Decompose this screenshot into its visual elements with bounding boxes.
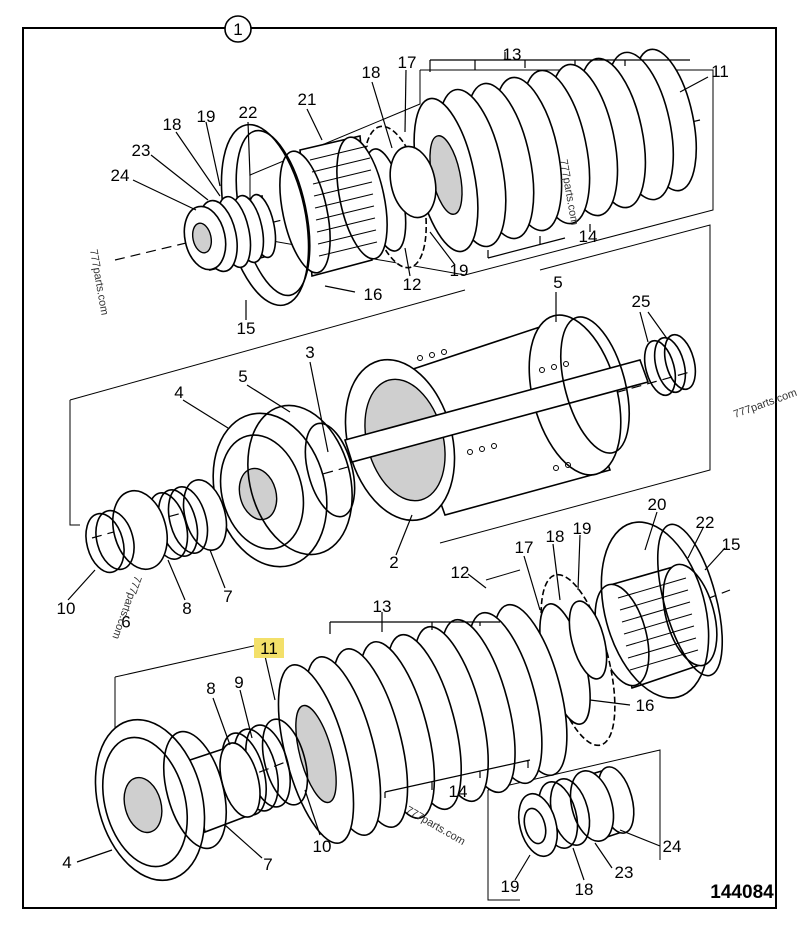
- label-5b: 5: [238, 367, 247, 386]
- watermark-5: 777parts.com: [404, 804, 468, 848]
- label-16: 16: [364, 285, 383, 304]
- label-10b: 10: [313, 837, 332, 856]
- piston-bottom: [94, 718, 261, 882]
- assembly-ref-circle: [224, 15, 252, 43]
- label-19: 19: [197, 107, 216, 126]
- label-21: 21: [298, 90, 317, 109]
- shaft-stack-bottom: [517, 766, 635, 858]
- label-17b: 17: [515, 538, 534, 557]
- label-17: 17: [398, 53, 417, 72]
- figure-code: 144084: [710, 882, 774, 903]
- shaft-stack-top: [183, 193, 277, 273]
- label-16b: 16: [636, 696, 655, 715]
- label-25: 25: [632, 292, 651, 311]
- label-13: 13: [503, 45, 522, 64]
- piston-mid: [212, 404, 356, 568]
- highlight-11: [254, 638, 284, 658]
- diagram-frame: [22, 27, 777, 909]
- label-3: 3: [305, 343, 314, 362]
- label-19b: 19: [450, 261, 469, 280]
- label-23b: 23: [615, 863, 634, 882]
- label-11-highlighted: 11: [260, 639, 278, 658]
- label-4: 4: [174, 383, 183, 402]
- label-8b: 8: [206, 679, 215, 698]
- label-24: 24: [111, 166, 130, 185]
- label-22: 22: [239, 103, 258, 122]
- label-7b: 7: [263, 855, 272, 874]
- label-19d: 19: [501, 877, 520, 896]
- hub-top: [279, 135, 388, 278]
- label-15: 15: [237, 319, 256, 338]
- label-22b: 22: [696, 513, 715, 532]
- watermark-3: 777parts.com: [732, 387, 799, 421]
- middle-assembly: 5 25 3 5 4 2 10 9 8 7: [57, 224, 711, 631]
- label-4b: 4: [62, 853, 71, 872]
- label-7: 7: [223, 587, 232, 606]
- label-12: 12: [403, 275, 422, 294]
- label-20: 20: [648, 495, 667, 514]
- label-9b: 9: [234, 673, 243, 692]
- label-18c: 18: [546, 527, 565, 546]
- label-18: 18: [362, 63, 381, 82]
- label-2: 2: [389, 553, 398, 572]
- label-8: 8: [182, 599, 191, 618]
- label-13b: 13: [373, 597, 392, 616]
- label-14: 14: [579, 227, 598, 246]
- spring-stack-mid: [85, 479, 228, 574]
- clutch-pack-top: [413, 48, 698, 253]
- label-9: 9: [121, 612, 130, 631]
- clutch-pack-bottom: [277, 603, 568, 845]
- label-5: 5: [553, 273, 562, 292]
- label-11: 11: [711, 62, 729, 81]
- label-24b: 24: [663, 837, 682, 856]
- bottom-assembly: 20 22 15 19 18 17 12 13 11 8 9 16 10 14 …: [62, 495, 741, 901]
- label-19c: 19: [573, 519, 592, 538]
- label-10: 10: [57, 599, 76, 618]
- label-18b: 18: [163, 115, 182, 134]
- label-23: 23: [132, 141, 151, 160]
- assembly-ref-number: 1: [233, 20, 242, 39]
- label-14b: 14: [449, 782, 468, 801]
- top-assembly: 13 11 17 18 21 22 19 18 23 24 19 12 16 1…: [111, 45, 729, 338]
- label-18d: 18: [575, 880, 594, 899]
- label-12b: 12: [451, 563, 470, 582]
- label-15b: 15: [722, 535, 741, 554]
- watermark-1: 777parts.com: [87, 248, 110, 316]
